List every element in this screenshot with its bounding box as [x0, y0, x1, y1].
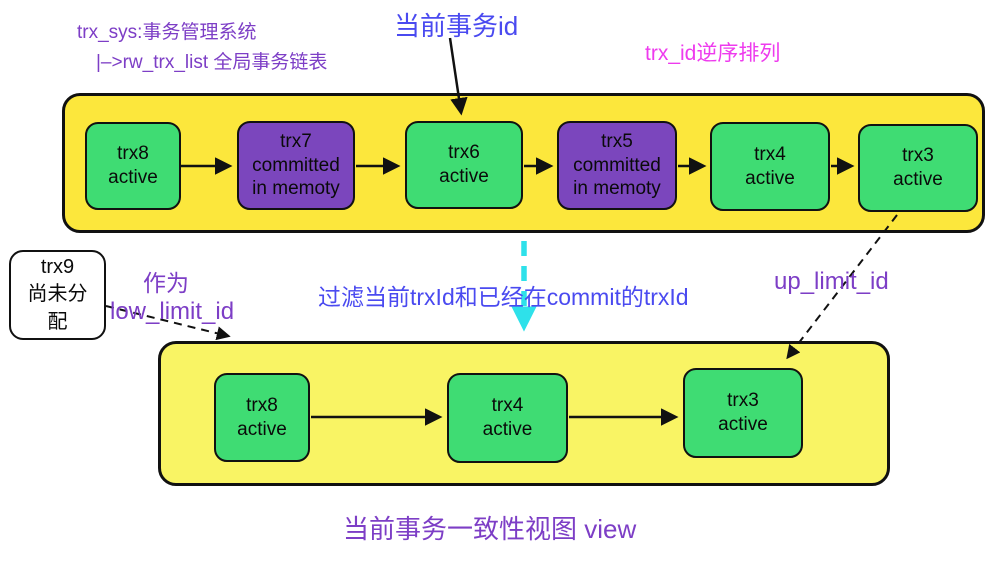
node-status: active — [237, 418, 287, 440]
node-status: active — [718, 414, 768, 435]
as-label: 作为 — [143, 270, 189, 296]
trx9-line3: 配 — [47, 310, 68, 333]
node-status-line2: in memoty — [573, 178, 661, 200]
filter-note-label: 过滤当前trxId和已经在commit的trxId — [318, 284, 689, 310]
top-node-trx8: trx8 active — [85, 122, 181, 210]
node-status: active — [439, 166, 489, 187]
node-status: committed — [573, 154, 661, 176]
rw-trx-list-container — [62, 93, 985, 233]
trx-id-order-label: trx_id逆序排列 — [645, 42, 781, 65]
top-node-trx3: trx3 active — [858, 124, 978, 212]
node-title: trx4 — [754, 143, 786, 165]
node-status-line2: in memoty — [252, 178, 340, 200]
rw-trx-list-label: |–>rw_trx_list 全局事务链表 — [96, 52, 328, 73]
node-status: active — [745, 167, 795, 189]
view-node-trx8: trx8 active — [214, 373, 310, 462]
node-title: trx3 — [727, 390, 759, 412]
node-title: trx6 — [448, 142, 480, 164]
top-node-trx4: trx4 active — [710, 122, 830, 211]
current-trx-id-label: 当前事务id — [394, 11, 519, 41]
node-status: committed — [252, 154, 340, 176]
view-node-trx3: trx3 active — [683, 368, 803, 458]
node-title: trx3 — [902, 145, 934, 167]
node-title: trx8 — [246, 394, 278, 416]
node-title: trx4 — [491, 395, 524, 417]
view-node-trx4: trx4 active — [447, 373, 568, 463]
consistency-view-caption: 当前事务一致性视图 view — [343, 514, 637, 544]
node-status: active — [482, 419, 533, 440]
trx9-title: trx9 — [40, 255, 75, 278]
top-node-trx7: trx7 committed in memoty — [237, 121, 355, 210]
node-status: active — [108, 167, 158, 188]
node-status: active — [893, 169, 943, 190]
top-node-trx5: trx5 committed in memoty — [557, 121, 677, 210]
node-title: trx8 — [117, 143, 149, 165]
trx-sys-title: trx_sys:事务管理系统 — [77, 22, 257, 43]
node-title: trx7 — [280, 131, 312, 153]
trx9-line2: 尚未分 — [27, 283, 88, 306]
top-node-trx6: trx6 active — [405, 121, 523, 209]
low-limit-id-label: low_limit_id — [110, 298, 235, 325]
node-title: trx5 — [601, 131, 633, 153]
trx9-unallocated-box: trx9 尚未分 配 — [9, 250, 106, 340]
up-limit-id-label: up_limit_id — [774, 268, 889, 295]
